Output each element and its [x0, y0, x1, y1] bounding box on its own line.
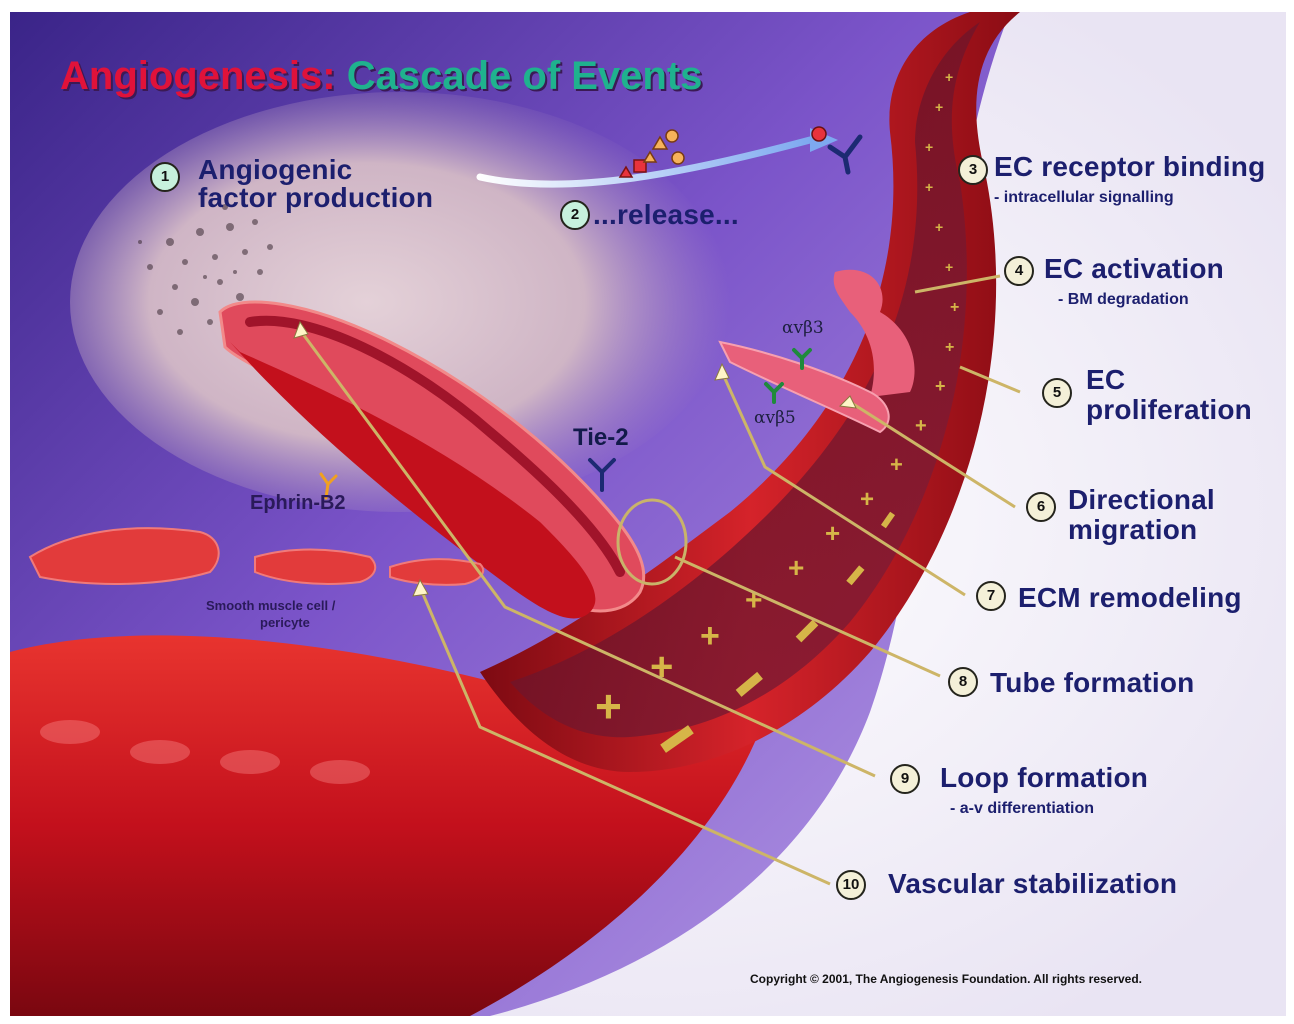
- svg-text:+: +: [945, 259, 953, 275]
- step-3-number: 3: [958, 155, 988, 185]
- svg-text:+: +: [925, 139, 933, 155]
- step-1-title-line2: factor production: [198, 182, 433, 214]
- step-6-title-line2: migration: [1068, 514, 1197, 546]
- step-9-subtitle: - a-v differentiation: [950, 800, 1094, 818]
- step-3-subtitle: - intracellular signalling: [994, 189, 1174, 207]
- title-part2: Cascade of Events: [347, 54, 703, 98]
- svg-text:+: +: [825, 518, 840, 548]
- step-6-number: 6: [1026, 492, 1056, 522]
- svg-text:+: +: [945, 69, 953, 85]
- svg-text:+: +: [595, 680, 622, 732]
- svg-text:+: +: [935, 376, 946, 396]
- svg-text:+: +: [915, 415, 927, 437]
- svg-text:+: +: [945, 339, 954, 356]
- svg-text:+: +: [700, 617, 720, 655]
- step-6-title: Directional: [1068, 484, 1215, 516]
- step-4-title: EC activation: [1044, 253, 1224, 285]
- ephrin-label: Ephrin-B2: [250, 492, 346, 515]
- step-9-number: 9: [890, 764, 920, 794]
- integrin-avb5-label: αvβ5: [754, 408, 796, 428]
- svg-text:+: +: [950, 299, 959, 316]
- pericyte-label: pericyte: [260, 615, 310, 630]
- diagram-frame: + + + + + + + + + + + + + + + + + +: [10, 12, 1286, 1016]
- step-7-title: ECM remodeling: [1018, 582, 1242, 614]
- svg-text:+: +: [890, 452, 903, 477]
- step-5-number: 5: [1042, 378, 1072, 408]
- step-10-number: 10: [836, 870, 866, 900]
- step-8-number: 8: [948, 667, 978, 697]
- step-5-title: EC: [1086, 364, 1125, 396]
- diagram-title: Angiogenesis: Cascade of Events: [60, 54, 702, 99]
- step-9-title: Loop formation: [940, 762, 1148, 794]
- svg-text:+: +: [935, 219, 943, 235]
- step-5-title-line2: proliferation: [1086, 394, 1252, 426]
- step-3-title: EC receptor binding: [994, 151, 1265, 183]
- integrin-avb3-label: αvβ3: [782, 318, 824, 338]
- svg-text:+: +: [935, 99, 943, 115]
- step-10-title: Vascular stabilization: [888, 868, 1177, 900]
- step-4-number: 4: [1004, 256, 1034, 286]
- svg-text:+: +: [925, 179, 933, 195]
- tie2-label: Tie-2: [573, 424, 629, 452]
- step-7-number: 7: [976, 581, 1006, 611]
- svg-text:+: +: [788, 552, 804, 583]
- step-4-subtitle: - BM degradation: [1058, 291, 1189, 309]
- step-8-title: Tube formation: [990, 667, 1195, 699]
- svg-text:+: +: [860, 486, 874, 513]
- step-2-title: ...release...: [593, 199, 739, 231]
- copyright-notice: Copyright © 2001, The Angiogenesis Found…: [750, 972, 1142, 986]
- title-part1: Angiogenesis:: [60, 54, 336, 98]
- smooth-muscle-label: Smooth muscle cell /: [206, 598, 335, 613]
- step-1-number: 1: [150, 162, 180, 192]
- step-2-number: 2: [560, 200, 590, 230]
